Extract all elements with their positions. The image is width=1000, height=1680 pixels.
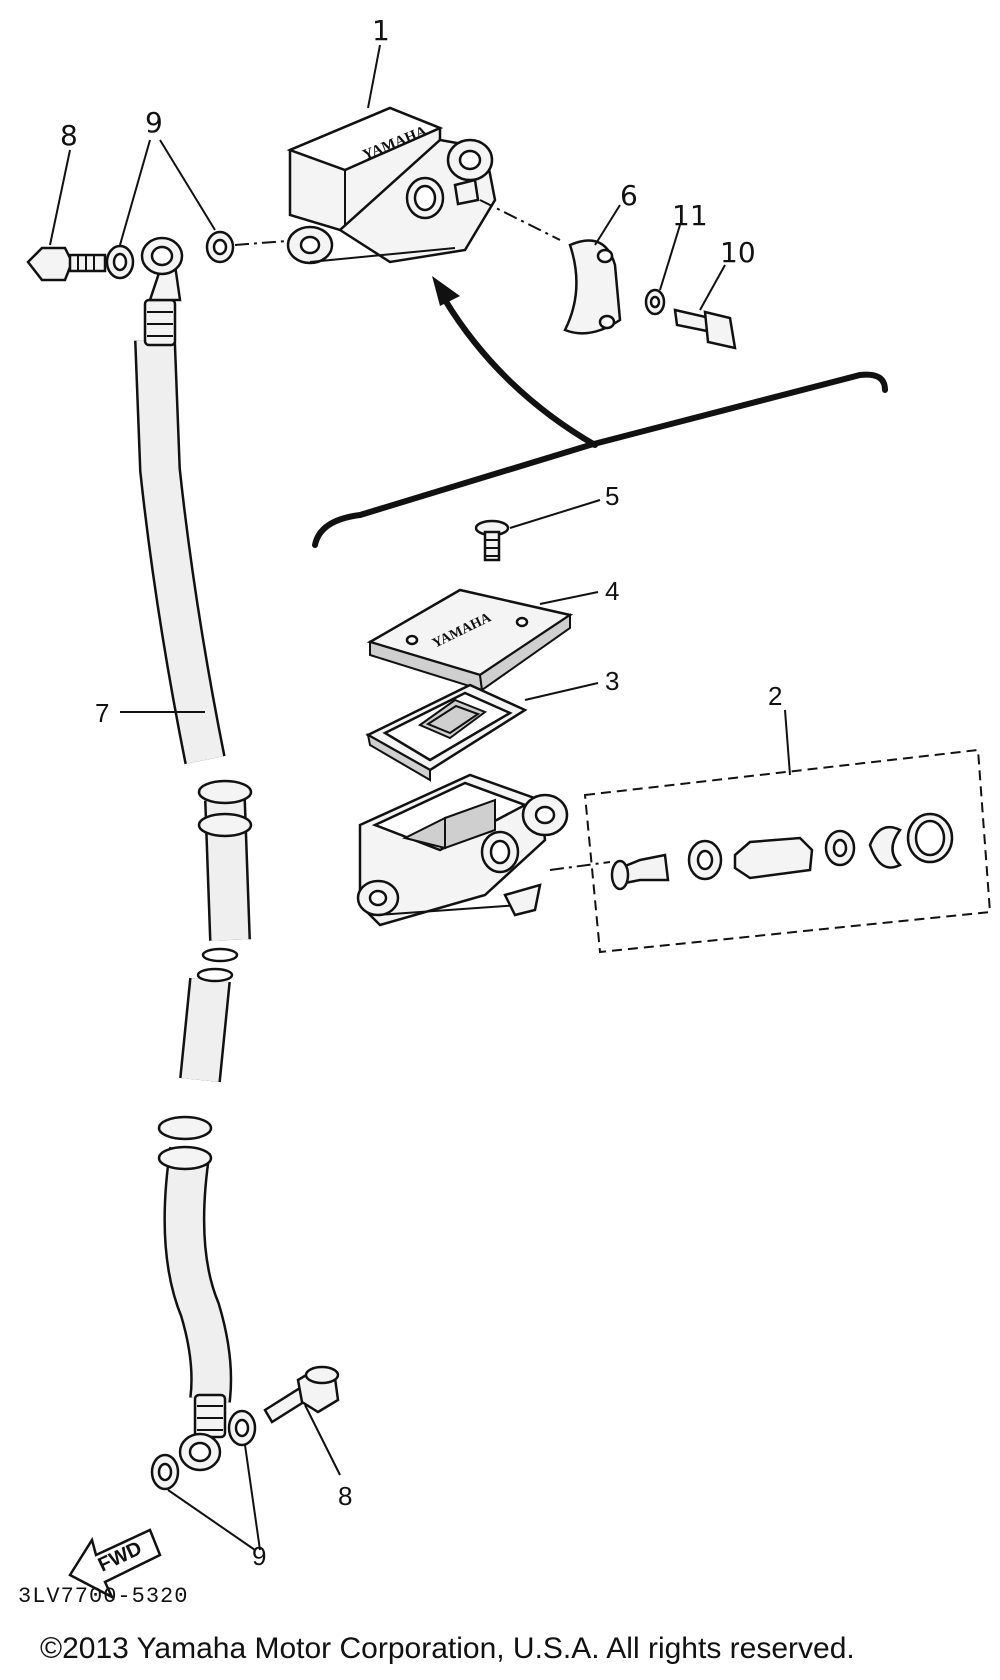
brake-hose <box>134 263 253 1439</box>
cap-screw <box>474 519 510 562</box>
crush-washer-bottom-left <box>150 1453 180 1491</box>
banjo-fitting-top <box>140 236 184 276</box>
callout-4: 4 <box>605 576 619 606</box>
callout-2: 2 <box>768 681 782 711</box>
master-cylinder-clamp <box>563 239 622 335</box>
callout-8-bottom: 8 <box>338 1481 352 1511</box>
leader-lines <box>49 44 791 1551</box>
crush-washer-top-right <box>205 230 235 264</box>
assembly-arrow <box>312 276 888 548</box>
union-bolt-bottom <box>263 1365 340 1424</box>
piston-kit <box>583 748 992 954</box>
callout-8-top: 8 <box>60 119 78 152</box>
callout-9-bottom: 9 <box>252 1541 266 1571</box>
callout-11: 11 <box>672 199 708 232</box>
diaphragm <box>365 683 528 782</box>
callout-1: 1 <box>372 14 390 47</box>
callout-7: 7 <box>95 698 109 728</box>
callout-6: 6 <box>620 179 638 212</box>
crush-washer-top-left <box>105 244 135 280</box>
callout-10: 10 <box>720 236 756 269</box>
union-bolt-top <box>26 246 107 282</box>
callout-9-top: 9 <box>145 106 163 139</box>
diagram-reference-code: 3LV7700-5320 <box>18 1584 189 1609</box>
crush-washer-bottom-right <box>227 1409 257 1447</box>
reservoir-cap: YAMAHA <box>366 588 574 692</box>
clamp-washer <box>644 288 666 316</box>
banjo-fitting-bottom <box>178 1432 222 1472</box>
copyright-notice: ©2013 Yamaha Motor Corporation, U.S.A. A… <box>40 1632 855 1665</box>
master-cylinder-assembly: YAMAHA <box>286 106 497 265</box>
callout-3: 3 <box>605 666 619 696</box>
callout-5: 5 <box>605 481 619 511</box>
clamp-bolt <box>673 308 737 350</box>
master-cylinder-body <box>356 773 569 927</box>
